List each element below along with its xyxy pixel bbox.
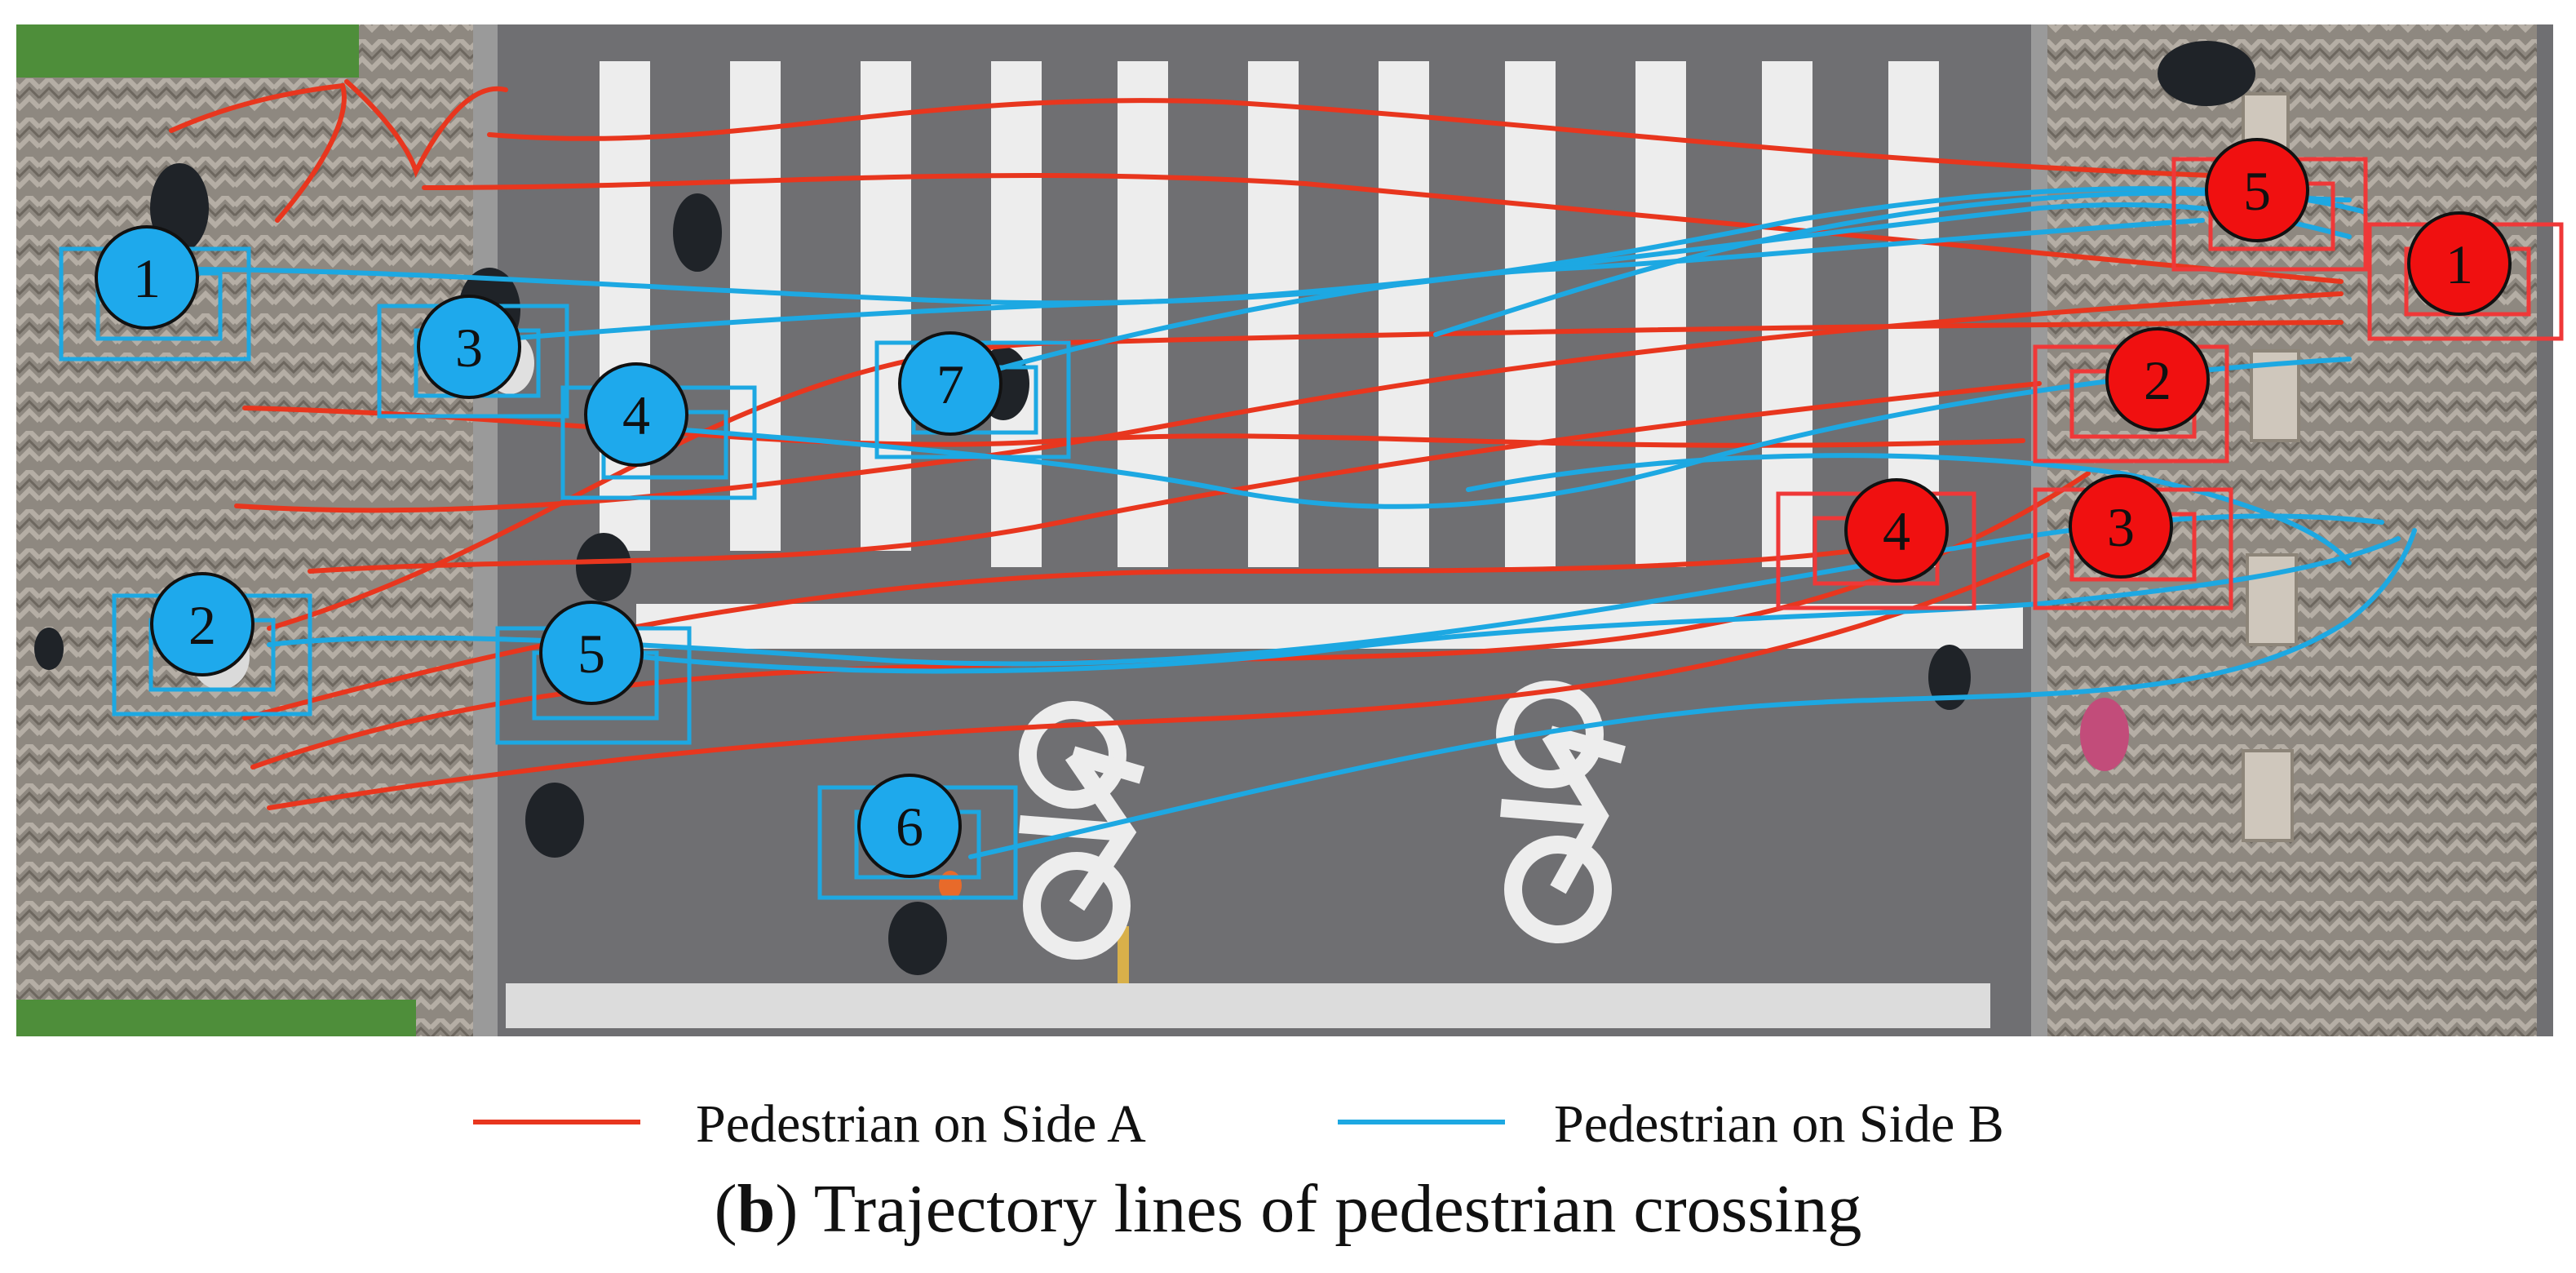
badges-side-a: 1 2 3 4 5 (1844, 138, 2512, 583)
legend-label-side-b: Pedestrian on Side B (1554, 1094, 2004, 1154)
marker-a-2-circle (2105, 327, 2210, 432)
marker-b-6: 6 (896, 796, 923, 858)
marker-b-6-circle (857, 774, 962, 878)
stop-line (636, 604, 2023, 649)
zebra-stripe (1248, 61, 1299, 567)
marker-b-3-circle (417, 295, 521, 399)
marker-a-1: 1 (2445, 233, 2473, 295)
bicycle-marking-left (1019, 701, 1145, 960)
zebra-stripe (1379, 61, 1429, 567)
zebra-stripe (991, 61, 1042, 567)
marker-b-5: 5 (578, 623, 605, 685)
marker-a-5-circle (2205, 138, 2309, 242)
aerial-crosswalk-scene: 1 2 3 4 5 6 7 1 2 3 4 5 (16, 24, 2564, 1036)
marker-b-2: 2 (188, 594, 216, 656)
left-sidewalk (16, 24, 473, 1036)
trajectories-side-a (169, 79, 2344, 810)
road-edge-line (506, 983, 1990, 1028)
marker-b-1: 1 (133, 247, 161, 309)
marker-a-4: 4 (1883, 500, 1910, 562)
marker-a-3: 3 (2107, 496, 2135, 558)
marker-b-7: 7 (936, 353, 964, 415)
zebra-stripe (1635, 61, 1686, 567)
marker-a-3-circle (2069, 474, 2173, 579)
grass-patch-top (16, 24, 359, 78)
bicycle-marking-right (1496, 681, 1626, 943)
marker-b-7-circle (898, 331, 1003, 436)
right-curb (2031, 24, 2047, 1036)
zebra-stripe (1762, 61, 1812, 567)
badges-side-b: 1 2 3 4 5 6 7 (95, 225, 1003, 878)
caption-letter: b (737, 1171, 776, 1247)
marker-b-2-circle (150, 572, 255, 676)
left-curb (473, 24, 498, 1036)
marker-b-5-circle (539, 601, 644, 705)
marker-b-4-circle (584, 362, 688, 467)
marker-b-4: 4 (622, 384, 650, 446)
legend-label-side-a: Pedestrian on Side A (696, 1094, 1146, 1154)
zebra-stripe (861, 61, 911, 551)
figure-caption: (b) Trajectory lines of pedestrian cross… (714, 1171, 1862, 1247)
marker-a-5: 5 (2243, 160, 2271, 222)
marker-b-3: 3 (455, 317, 483, 379)
legend-line-side-a (473, 1120, 640, 1124)
marker-a-1-circle (2407, 211, 2512, 316)
lane-marker (1118, 926, 1129, 983)
zebra-stripe (1118, 61, 1168, 567)
legend-line-side-b (1338, 1120, 1505, 1124)
grass-patch-bottom (16, 1000, 416, 1036)
marker-a-4-circle (1844, 478, 1949, 583)
marker-a-2: 2 (2144, 349, 2171, 411)
caption-text: Trajectory lines of pedestrian crossing (813, 1171, 1862, 1247)
marker-b-1-circle (95, 225, 199, 330)
zebra-stripe (1505, 61, 1556, 567)
